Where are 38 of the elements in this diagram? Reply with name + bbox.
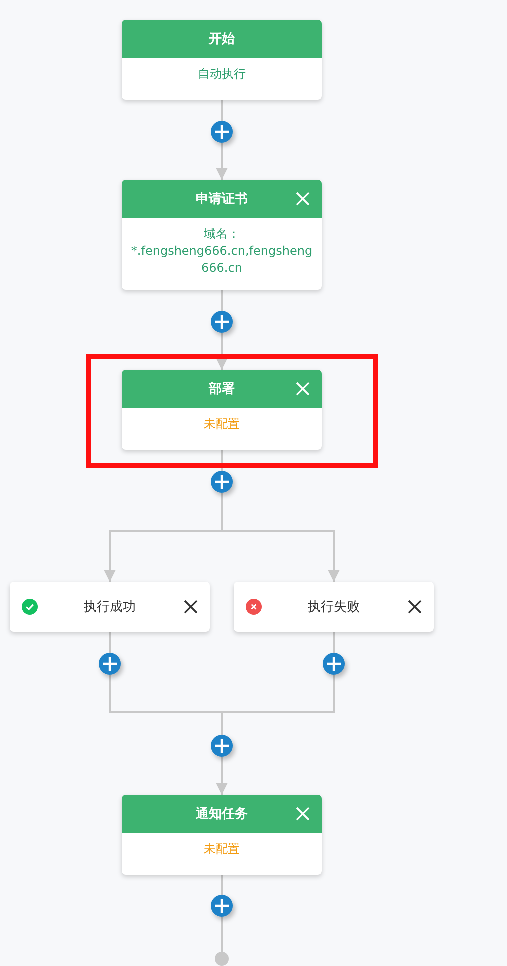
connector-line (333, 632, 335, 653)
node-title: 部署 (209, 380, 235, 398)
arrow (216, 333, 228, 370)
add-button (211, 895, 233, 917)
add-button (211, 121, 233, 143)
highlight-frame (86, 354, 378, 468)
branch-card (234, 582, 434, 632)
task-card (122, 20, 322, 100)
node-title: 执行成功 (84, 599, 136, 616)
task-card (122, 180, 322, 290)
add-button (211, 735, 233, 757)
arrow (216, 757, 228, 795)
connector-line (221, 917, 223, 952)
add-button (99, 653, 121, 675)
connector-line (109, 632, 111, 653)
node-description: *.fengsheng666.cn,fengsheng666.cn (130, 243, 314, 277)
arrow (216, 143, 228, 180)
end-dot (215, 952, 229, 966)
arrow (221, 493, 340, 582)
add-button (211, 311, 233, 333)
node-description: 自动执行 (197, 66, 247, 83)
add-button (323, 653, 345, 675)
node-title: 通知任务 (196, 806, 248, 823)
node-title: 申请证书 (196, 191, 248, 208)
node-title: 执行失败 (308, 599, 360, 616)
node-description: 域名： (203, 226, 241, 243)
connector-line (221, 290, 223, 311)
node-description: 未配置 (203, 416, 241, 433)
add-button (211, 471, 233, 493)
task-card (122, 370, 322, 450)
connector-line (221, 100, 223, 121)
node-description: 未配置 (203, 841, 241, 858)
connector-line (221, 675, 335, 735)
task-card (122, 795, 322, 875)
node-title: 开始 (209, 31, 235, 48)
branch-card (10, 582, 210, 632)
connector-line (221, 875, 223, 895)
connector-line (221, 450, 223, 471)
